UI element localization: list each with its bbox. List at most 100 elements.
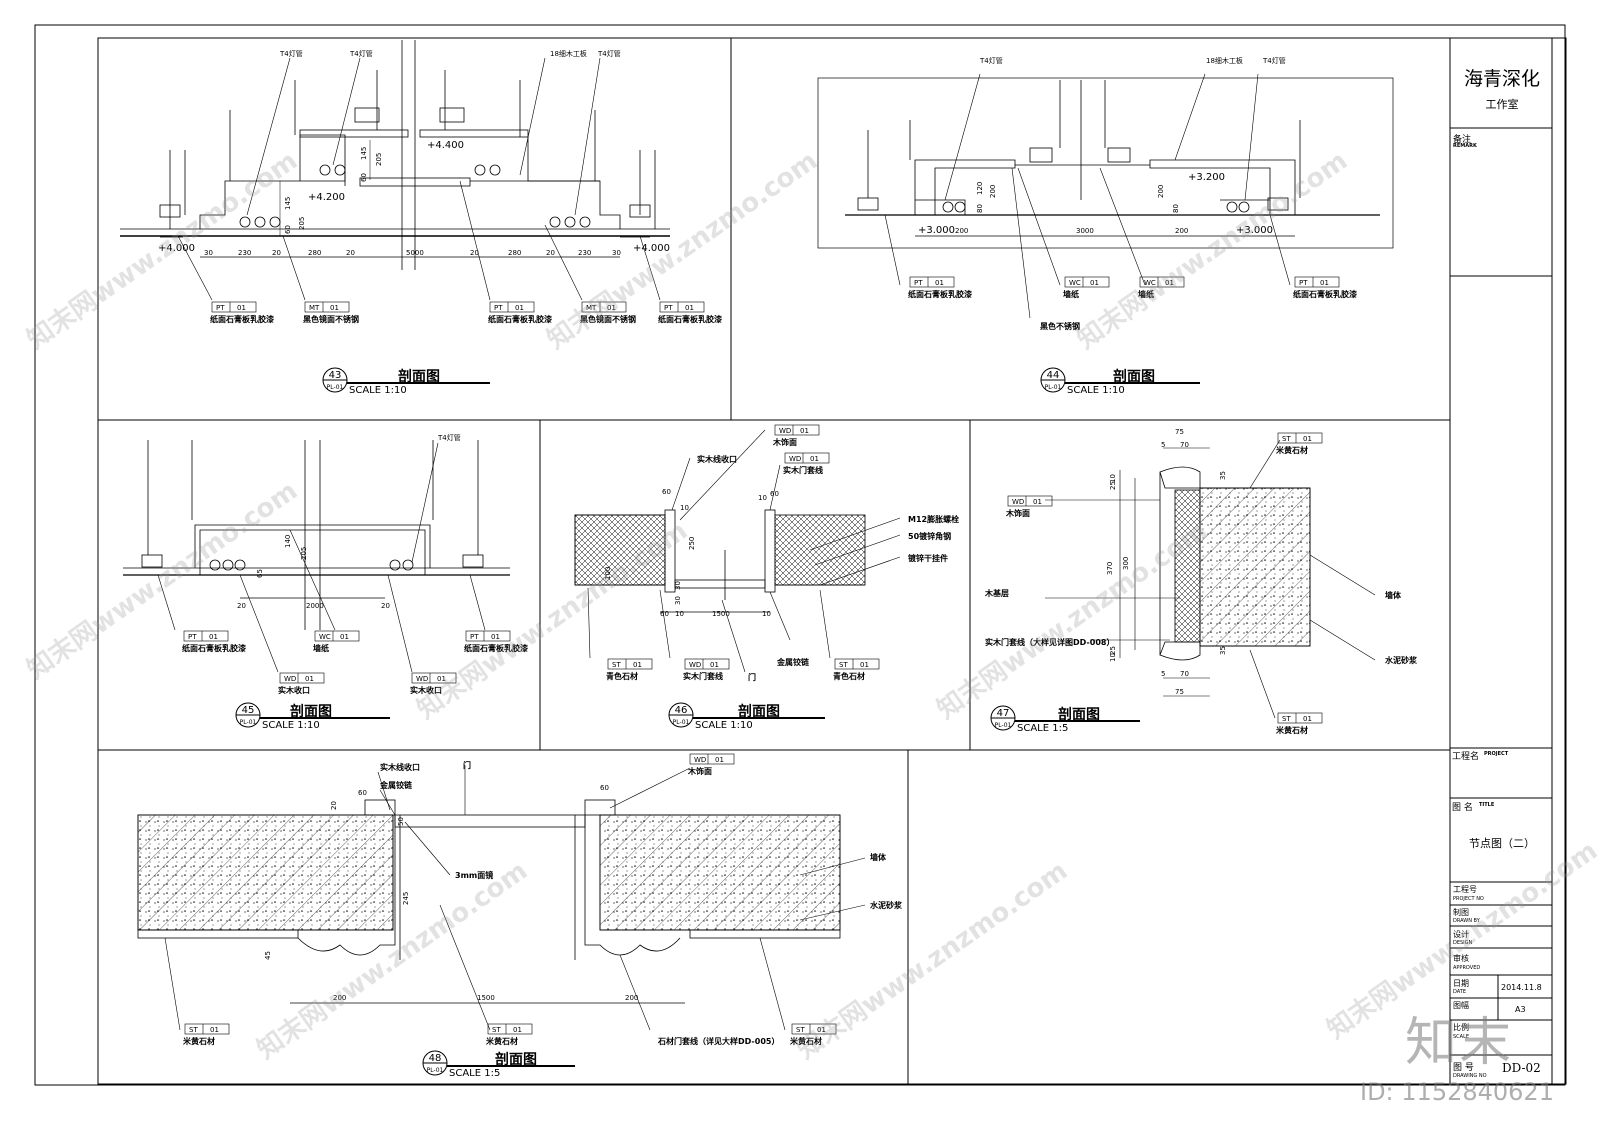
- material-tag-description: 实木门套线: [783, 465, 823, 475]
- material-tag-box: [1277, 432, 1323, 444]
- section-number: 44: [1047, 370, 1060, 381]
- material-tag-number: 01: [237, 304, 246, 312]
- material-tag-code: PT: [188, 633, 197, 641]
- material-tag-box: [684, 658, 730, 670]
- approved-label: 审核: [1453, 954, 1469, 963]
- section-number: 43: [329, 370, 342, 381]
- project-no-label: 工程号: [1453, 885, 1477, 894]
- dimension: 65: [256, 569, 264, 578]
- drawn-label: 制图: [1453, 908, 1469, 917]
- material-tag-number: 01: [800, 427, 809, 435]
- dimension: 20: [330, 801, 338, 810]
- dimension: 30: [674, 596, 682, 605]
- material-tag-box: [1007, 495, 1053, 507]
- project-label: 工程名: [1452, 752, 1480, 762]
- section-number: 45: [242, 705, 255, 716]
- dimension: 30: [612, 249, 621, 257]
- material-tag-box: [314, 630, 360, 642]
- scale-en: SCALE: [1453, 1034, 1470, 1040]
- date-label: 日期: [1453, 979, 1469, 988]
- dimension: 20: [381, 602, 390, 610]
- material-tag-number: 01: [1320, 279, 1329, 287]
- dimension: 20: [546, 249, 555, 257]
- material-tag-description: 墙纸: [1138, 289, 1154, 299]
- material-callout: 实木门套线（大样见详图DD-008）: [985, 637, 1114, 647]
- section-44-drawing: [817, 73, 1394, 319]
- material-tag-box: [279, 672, 325, 684]
- material-tag-code: MT: [309, 304, 320, 312]
- dimension: 60: [284, 225, 292, 234]
- material-tag-description: 米黄石材: [182, 1036, 215, 1046]
- dimension: 200: [1157, 185, 1165, 198]
- dimension: 50: [397, 817, 405, 826]
- material-tag-code: WD: [1012, 498, 1024, 506]
- material-tag-code: WC: [1144, 279, 1156, 287]
- material-tag-box: [183, 630, 229, 642]
- dimension: 70: [1180, 441, 1189, 449]
- material-tag-description: 米黄石材: [485, 1036, 518, 1046]
- material-tag-description: 墙纸: [313, 643, 329, 653]
- dimension: 200: [989, 185, 997, 198]
- level-mark: +4.000: [158, 243, 195, 254]
- dimension: 250: [688, 537, 696, 550]
- material-tag-number: 01: [210, 1026, 219, 1034]
- material-tag-description: 青色石材: [606, 671, 638, 681]
- dimension: 45: [264, 951, 272, 960]
- material-tag-box: [689, 753, 735, 765]
- material-callout: 石材门套线（详见大样DD-005）: [657, 1036, 779, 1046]
- material-tag-number: 01: [860, 661, 869, 669]
- section-title-badges: [235, 367, 1200, 1076]
- material-tag-code: PT: [914, 279, 923, 287]
- dimension: 70: [1180, 670, 1189, 678]
- material-tag-code: ST: [492, 1026, 501, 1034]
- material-tag-description: 纸面石膏板乳胶漆: [210, 314, 274, 324]
- dimension: 60: [662, 488, 671, 496]
- section-sheet-ref: PL-01: [427, 1067, 444, 1074]
- material-tag-box: [909, 276, 955, 288]
- material-callout: 黑色不锈钢: [1040, 321, 1080, 331]
- material-tag-description: 纸面石膏板乳胶漆: [464, 643, 528, 653]
- dimension: 60: [360, 173, 368, 182]
- material-tag-number: 01: [633, 661, 642, 669]
- material-tag-code: WC: [319, 633, 331, 641]
- date-en: DATE: [1453, 989, 1467, 995]
- design-label: 设计: [1453, 930, 1469, 939]
- dimension: 280: [508, 249, 521, 257]
- section-sheet-ref: PL-01: [995, 722, 1012, 729]
- material-tag-number: 01: [935, 279, 944, 287]
- material-tag-number: 01: [715, 756, 724, 764]
- sheet-frame: [34, 24, 1567, 1086]
- material-tag-code: WC: [1069, 279, 1081, 287]
- material-tag-description: 木饰面: [687, 766, 712, 776]
- title-label: 图 名: [1452, 803, 1473, 813]
- material-tag-number: 01: [1303, 715, 1312, 723]
- material-callout: 门: [463, 760, 471, 770]
- section-title: 剖面图: [495, 1051, 537, 1068]
- dimension: 300: [1122, 557, 1130, 570]
- section-sheet-ref: PL-01: [240, 719, 257, 726]
- dimension: 145: [284, 197, 292, 210]
- dimension: 2000: [306, 602, 324, 610]
- material-tag-description: 实木收口: [410, 685, 442, 695]
- section-scale: SCALE 1:10: [695, 720, 753, 731]
- lamp-label: T4灯管: [349, 49, 373, 58]
- level-mark: +4.200: [308, 192, 345, 203]
- material-tag-number: 01: [513, 1026, 522, 1034]
- material-tag-number: 01: [1033, 498, 1042, 506]
- dimension: 140: [284, 535, 292, 548]
- dimension: 205: [300, 547, 308, 560]
- section-title: 剖面图: [1058, 706, 1100, 723]
- material-tag-code: ST: [839, 661, 848, 669]
- material-tag-description: 黑色镜面不锈钢: [580, 314, 636, 324]
- material-tag-code: WD: [779, 427, 791, 435]
- level-mark: +3.000: [1236, 225, 1273, 236]
- section-scale: SCALE 1:5: [1017, 723, 1068, 734]
- material-tag-box: [834, 658, 880, 670]
- section-48-drawing: [137, 765, 866, 1031]
- material-callout: 实木线收口: [697, 454, 737, 464]
- lamp-label: T4灯管: [979, 56, 1003, 65]
- dimension: 80: [1172, 204, 1180, 213]
- dimension: 25: [1109, 646, 1117, 655]
- section-scale: SCALE 1:10: [262, 720, 320, 731]
